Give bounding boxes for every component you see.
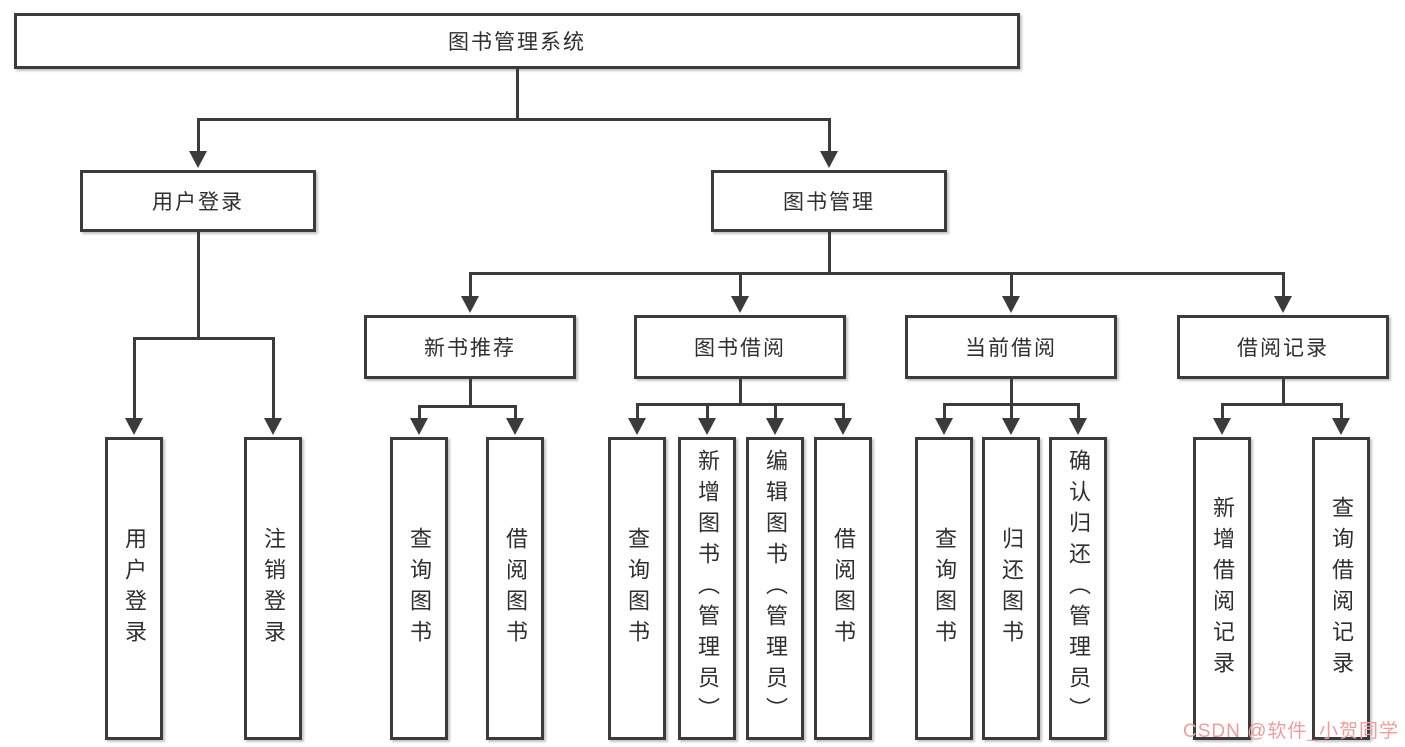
arrowhead-down-icon [189,151,207,168]
connector-line [842,403,845,420]
connector-line [706,403,709,420]
connector-line [1340,403,1343,420]
arrowhead-down-icon [698,418,716,435]
arrowhead-down-icon [1213,418,1231,435]
connector-line [739,272,742,298]
connector-line [1221,403,1224,420]
connector-line [197,118,831,121]
node-recommend-query-book-label: 查询图书 [407,526,432,651]
node-root-label: 图书管理系统 [448,31,586,54]
node-new-book-recommend: 新书推荐 [364,315,576,379]
arrowhead-down-icon [628,418,646,435]
connector-line [1282,272,1285,298]
node-logout-label: 注销登录 [261,526,286,651]
arrowhead-down-icon [461,296,479,313]
connector-line [1282,379,1285,406]
connector-line [469,272,1285,275]
connector-line [418,405,517,408]
arrowhead-down-icon [1002,418,1020,435]
connector-line [1077,403,1080,420]
node-query-borrow-record: 查询借阅记录 [1312,437,1370,740]
node-login: 用户登录 [105,437,163,740]
node-borrowing-query-book: 查询图书 [608,437,666,740]
connector-line [516,69,519,118]
node-user-login-label: 用户登录 [152,191,244,214]
node-recommend-query-book: 查询图书 [390,437,448,740]
node-current-query-book: 查询图书 [915,437,973,740]
node-confirm-return-admin: 确认归还（管理员） [1049,437,1107,740]
node-add-borrow-record: 新增借阅记录 [1193,437,1251,740]
arrowhead-down-icon [125,418,143,435]
node-confirm-return-admin-label: 确认归还（管理员） [1066,449,1091,728]
node-current-query-book-label: 查询图书 [932,526,957,651]
node-return-book-label: 归还图书 [999,526,1024,651]
node-borrowing-records: 借阅记录 [1177,315,1389,379]
connector-line [1010,379,1013,406]
node-recommend-borrow-book: 借阅图书 [486,437,544,740]
node-edit-book-admin: 编辑图书（管理员） [746,437,804,740]
node-add-borrow-record-label: 新增借阅记录 [1210,495,1235,682]
node-add-book-admin: 新增图书（管理员） [678,437,736,740]
connector-line [739,379,742,406]
connector-line [1010,403,1013,420]
node-borrowing-borrow-book-label: 借阅图书 [831,526,856,651]
arrowhead-down-icon [935,418,953,435]
connector-line [1010,272,1013,298]
node-logout: 注销登录 [244,437,302,740]
arrowhead-down-icon [834,418,852,435]
node-current-borrowing-label: 当前借阅 [965,337,1057,360]
connector-line [636,403,639,420]
connector-line [272,337,275,419]
arrowhead-down-icon [1002,296,1020,313]
arrowhead-down-icon [410,418,428,435]
connector-line [469,272,472,298]
node-current-borrowing: 当前借阅 [905,315,1117,379]
node-borrowing-records-label: 借阅记录 [1237,337,1329,360]
node-borrowing-borrow-book: 借阅图书 [814,437,872,740]
csdn-watermark: CSDN @软件_小贺同学 [1183,721,1399,742]
arrowhead-down-icon [1274,296,1292,313]
connector-line [197,232,200,339]
node-new-book-recommend-label: 新书推荐 [424,337,516,360]
connector-line [469,379,472,408]
connector-line [774,403,777,420]
connector-line [1221,403,1343,406]
node-add-book-admin-label: 新增图书（管理员） [695,449,720,728]
arrowhead-down-icon [766,418,784,435]
arrowhead-down-icon [264,418,282,435]
node-root: 图书管理系统 [14,13,1020,69]
connector-line [133,337,136,419]
connector-line [828,232,831,275]
node-book-borrowing: 图书借阅 [634,315,846,379]
node-edit-book-admin-label: 编辑图书（管理员） [763,449,788,728]
connector-line [514,405,517,420]
connector-line [418,405,421,420]
connector-line [828,118,831,154]
node-recommend-borrow-book-label: 借阅图书 [503,526,528,651]
node-login-label: 用户登录 [122,526,147,651]
connector-line [197,118,200,154]
node-query-borrow-record-label: 查询借阅记录 [1329,495,1354,682]
node-borrowing-query-book-label: 查询图书 [625,526,650,651]
node-return-book: 归还图书 [982,437,1040,740]
arrowhead-down-icon [1069,418,1087,435]
node-book-borrowing-label: 图书借阅 [694,337,786,360]
node-book-management: 图书管理 [711,170,947,232]
arrowhead-down-icon [820,151,838,168]
connector-line [133,337,275,340]
arrowhead-down-icon [1332,418,1350,435]
node-book-management-label: 图书管理 [783,191,875,214]
connector-line [636,403,845,406]
connector-line [943,403,946,420]
node-user-login: 用户登录 [80,170,316,232]
arrowhead-down-icon [506,418,524,435]
arrowhead-down-icon [731,296,749,313]
